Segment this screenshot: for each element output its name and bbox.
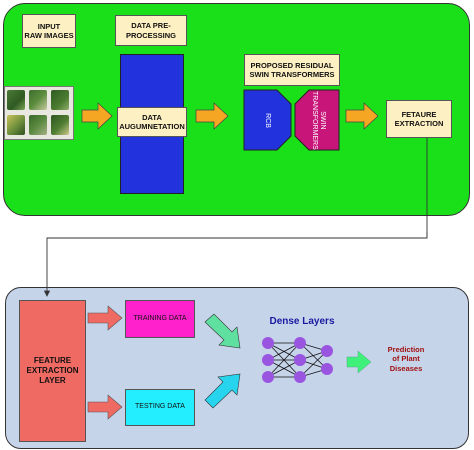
leaf-image: [51, 115, 69, 135]
leaf-image: [29, 115, 47, 135]
dense-layers-title: Dense Layers: [269, 316, 335, 327]
data-augmentation-box: DATA AUGUMNETATION: [117, 107, 187, 137]
network-node: [262, 354, 274, 366]
prediction-label: Prediction of Plant Diseases: [387, 345, 425, 373]
input-raw-images-label: INPUT RAW IMAGES: [22, 14, 76, 48]
rcb-block: [243, 89, 292, 151]
network-node: [262, 337, 274, 349]
network-node: [294, 371, 306, 383]
network-node: [294, 354, 306, 366]
leaf-image: [51, 90, 69, 110]
arrow-to-testing: [87, 394, 123, 420]
training-data-box: TRAINING DATA: [125, 300, 195, 338]
data-preprocessing-label: DATA PRE- PROCESSING: [115, 15, 187, 46]
neural-network: [262, 337, 333, 383]
arrow-testing-to-network: [204, 373, 241, 409]
arrow-network-to-prediction: [346, 350, 372, 374]
feature-extraction-layer: FEATURE EXTRACTION LAYER: [19, 300, 86, 442]
arrow-training-to-network: [204, 313, 241, 349]
testing-data-box: TESTING DATA: [125, 389, 195, 426]
fetaure-extraction-box: FETAURE EXTRACTION: [386, 100, 452, 138]
leaf-image: [7, 90, 25, 110]
arrow-preprocess-to-swin: [195, 102, 229, 130]
leaf-image: [29, 90, 47, 110]
network-node: [294, 337, 306, 349]
network-node: [321, 345, 333, 357]
arrow-swin-to-feature: [345, 102, 379, 130]
swin-transformer-block: [294, 89, 340, 151]
leaf-image: [7, 115, 25, 135]
network-node: [262, 371, 274, 383]
arrow-input-to-preprocess: [81, 102, 113, 130]
rcb-swin-blocks: [243, 89, 340, 151]
leaf-images-grid: [4, 86, 74, 140]
proposed-swin-title: PROPOSED RESIDUAL SWIN TRANSFORMERS: [244, 54, 340, 86]
connector-top-to-bottom: [43, 138, 428, 297]
network-node: [321, 363, 333, 375]
arrow-to-training: [87, 305, 123, 331]
